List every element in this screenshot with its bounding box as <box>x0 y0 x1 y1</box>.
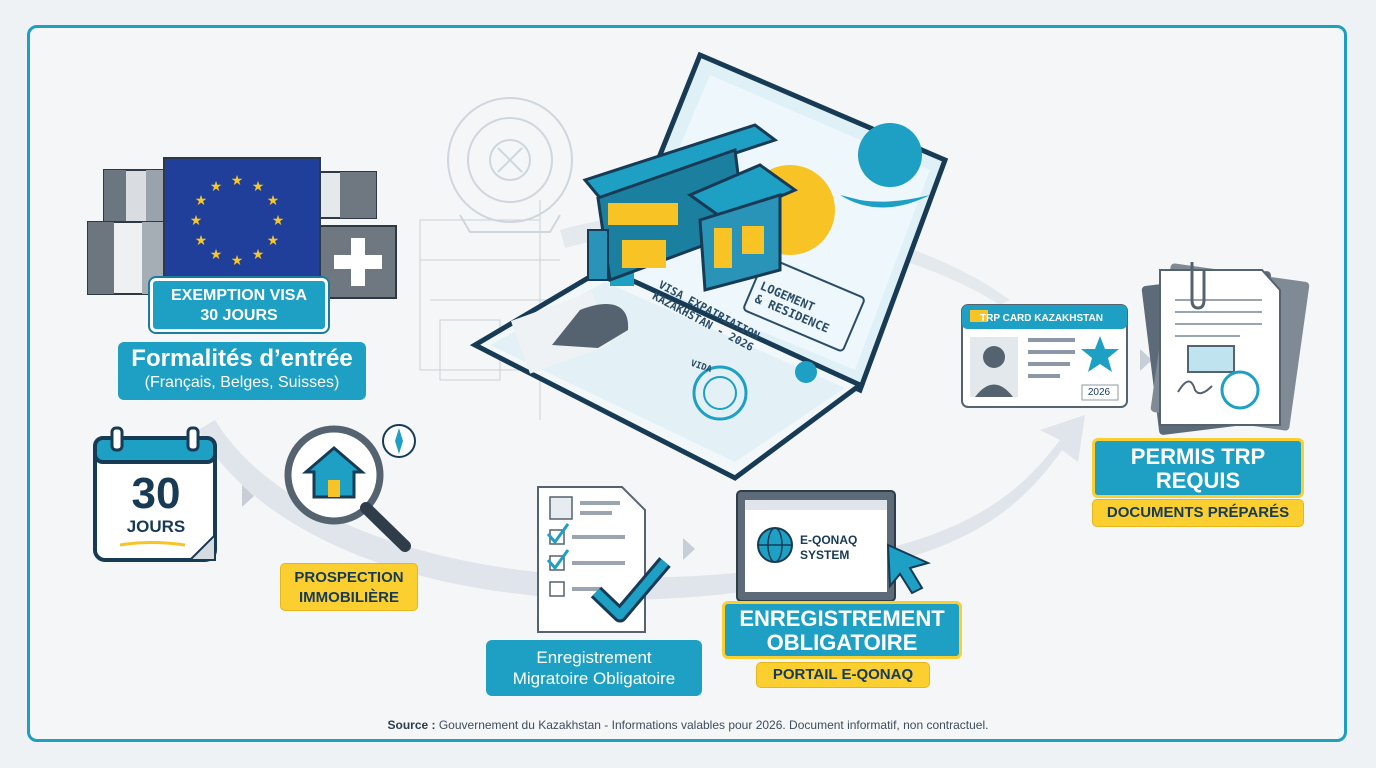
step-arrow-icon <box>242 485 254 507</box>
svg-text:★: ★ <box>210 178 223 194</box>
kazakhstan-emblem-watermark <box>447 97 573 233</box>
source-text: Gouvernement du Kazakhstan - Information… <box>435 718 989 732</box>
exemption-visa-badge: EXEMPTION VISA 30 JOURS <box>150 278 328 332</box>
source-label: Source : <box>387 718 436 732</box>
trp-card-icon <box>961 304 1128 408</box>
step-arrow-icon <box>1140 349 1152 371</box>
magnifier-house-icon <box>284 425 411 552</box>
step-arrow-icon <box>683 538 695 560</box>
prospection-tag: PROSPECTION IMMOBILIÈRE <box>280 563 418 611</box>
flags-group: ★ ★ ★ ★ ★ ★ ★ ★ ★ ★ ★ ★ <box>87 157 397 299</box>
prospection-line2: IMMOBILIÈRE <box>299 589 399 606</box>
formalites-box: Formalités d’entrée (Français, Belges, S… <box>118 342 366 400</box>
monitor-icon <box>736 490 896 602</box>
svg-text:★: ★ <box>231 172 244 188</box>
enregistrement-obligatoire-box: ENREGISTREMENT OBLIGATOIRE <box>722 601 962 659</box>
compass-icon <box>382 424 416 458</box>
france-flag-icon <box>103 169 167 227</box>
belgium-flag-icon <box>87 221 169 295</box>
svg-text:★: ★ <box>195 192 208 208</box>
permis-trp-box: PERMIS TRP REQUIS <box>1092 438 1304 498</box>
svg-text:★: ★ <box>267 192 280 208</box>
enregistrement-migratoire-box: Enregistrement Migratoire Obligatoire <box>486 640 702 696</box>
formalites-subtitle: (Français, Belges, Suisses) <box>144 374 340 391</box>
documents-tag: DOCUMENTS PRÉPARÉS <box>1092 499 1304 527</box>
eu-flag-icon: ★ ★ ★ ★ ★ ★ ★ ★ ★ ★ ★ ★ <box>163 157 321 283</box>
checklist-document-icon <box>537 486 671 633</box>
trp-card-title: TRP CARD KAZAKHSTAN <box>980 313 1103 324</box>
cursor-icon <box>886 543 931 595</box>
prospection-line1: PROSPECTION <box>294 569 404 586</box>
formalites-title: Formalités d’entrée <box>131 345 353 372</box>
svg-text:★: ★ <box>252 178 265 194</box>
svg-text:★: ★ <box>272 212 285 228</box>
calendar-word: JOURS <box>126 517 186 536</box>
enreg-oblig-line2: OBLIGATOIRE <box>766 630 918 655</box>
svg-text:★: ★ <box>267 232 280 248</box>
permis-line2: REQUIS <box>1155 468 1241 493</box>
eqonaq-line1: E-QONAQ <box>800 533 858 547</box>
exemption-line2: 30 JOURS <box>200 307 278 324</box>
svg-text:★: ★ <box>190 212 203 228</box>
star-icon <box>1081 336 1119 372</box>
svg-text:★: ★ <box>195 232 208 248</box>
right-grey-flag-icon <box>317 171 377 219</box>
enreg-migr-line2: Migratoire Obligatoire <box>512 669 676 688</box>
svg-text:★: ★ <box>210 246 223 262</box>
trp-card-year: 2026 <box>1087 387 1111 398</box>
exemption-line1: EXEMPTION VISA <box>170 287 308 304</box>
documents-stack-icon <box>1141 262 1310 435</box>
portail-tag: PORTAIL E-QONAQ <box>756 662 930 688</box>
enreg-oblig-line1: ENREGISTREMENT <box>739 606 945 631</box>
enreg-migr-line1: Enregistrement <box>536 648 652 667</box>
permis-line1: PERMIS TRP <box>1130 444 1266 469</box>
house-icon <box>582 123 799 292</box>
calendar-icon <box>93 426 217 562</box>
calendar-number: 30 <box>131 469 181 518</box>
svg-text:★: ★ <box>252 246 265 262</box>
eqonaq-line2: SYSTEM <box>800 548 850 562</box>
eqonaq-screen-text: E-QONAQ SYSTEM <box>800 533 880 563</box>
source-footnote: Source : Gouvernement du Kazakhstan - In… <box>0 717 1376 733</box>
switzerland-flag-icon <box>319 225 397 299</box>
svg-text:★: ★ <box>231 252 244 268</box>
